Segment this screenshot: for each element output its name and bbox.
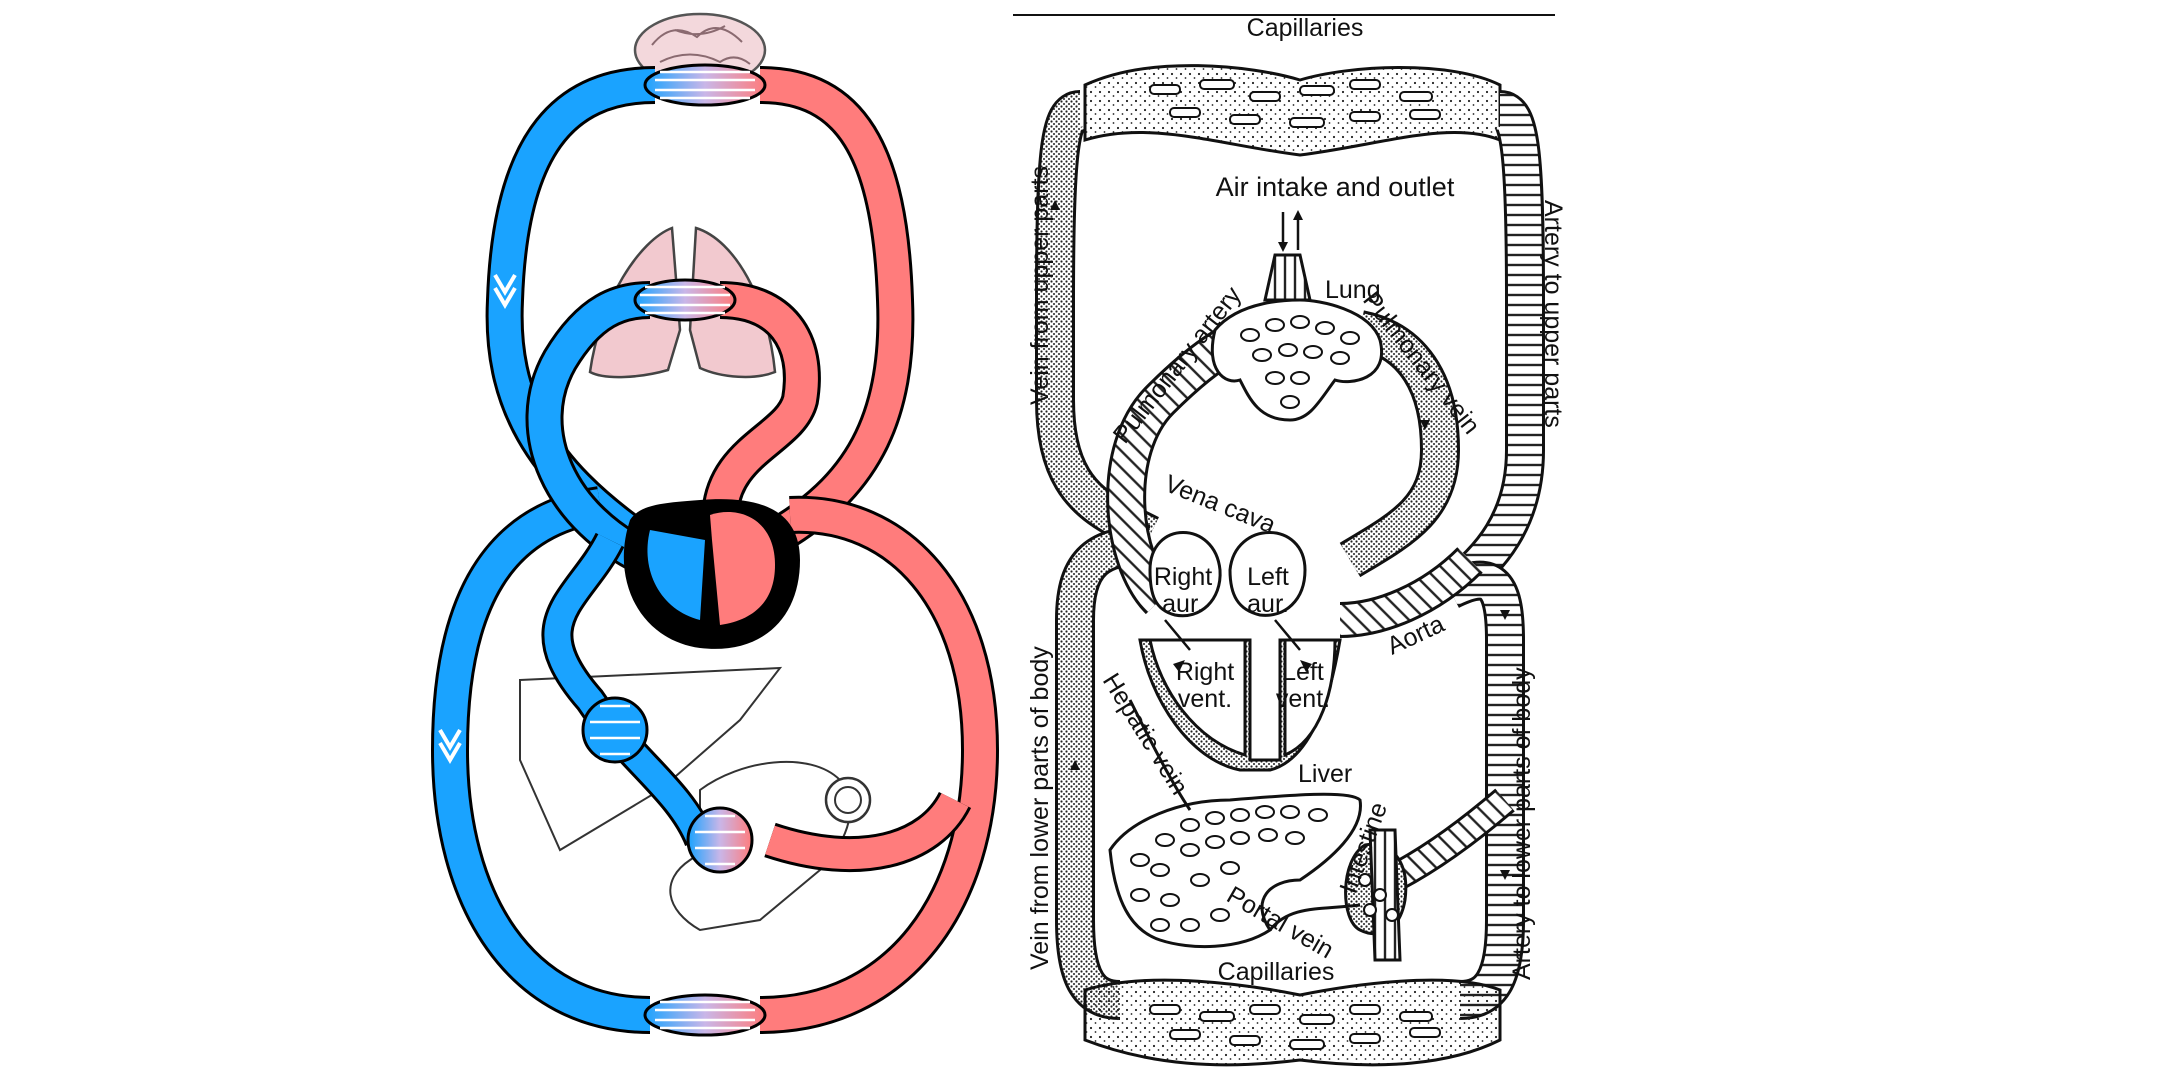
label-left-vent-1: Left: [1282, 658, 1324, 686]
flow-arrows: [1050, 200, 1510, 880]
valve-icon-lower: [438, 728, 462, 764]
left-ventricle: [1283, 638, 1337, 758]
valve-icon-upper: [493, 273, 517, 309]
label-right-vent-2: vent.: [1178, 685, 1232, 713]
label-air-intake: Air intake and outlet: [1216, 172, 1455, 202]
capillary-bed-intestine: [686, 806, 754, 874]
heart-chambers: [1138, 531, 1342, 772]
label-right-vent-1: Right: [1176, 658, 1234, 686]
label-artery-lower: Artery to lower parts of body: [1508, 667, 1536, 980]
label-left-aur-1: Left: [1247, 563, 1289, 591]
heart-icon: [623, 499, 800, 649]
intestine-shape: [1344, 828, 1408, 962]
capillary-bed-head: [643, 63, 767, 107]
schematic-circulation-diagram: Capillaries Air intake and outlet Lung P…: [1013, 14, 1567, 1067]
label-artery-upper: Artery to upper parts: [1539, 200, 1567, 428]
capillary-bed-liver: [581, 696, 649, 764]
capillary-bed-lungs: [633, 278, 737, 322]
label-right-aur-1: Right: [1154, 563, 1212, 591]
label-vein-upper: Vein from upper parts: [1026, 166, 1054, 405]
label-right-aur-2: aur.: [1162, 590, 1204, 618]
color-circulation-diagram: [430, 12, 1000, 1037]
capillaries-top-bed: [1083, 64, 1502, 157]
label-liver: Liver: [1298, 760, 1352, 788]
intestine-outline: [669, 760, 872, 932]
hepatic-vein-vessel: [1128, 699, 1192, 811]
right-atrium: [1148, 531, 1222, 618]
lung-shape: [1210, 253, 1384, 422]
capillary-bed-lower-body: [643, 993, 767, 1037]
label-lung: Lung: [1325, 276, 1381, 304]
label-capillaries-bottom: Capillaries: [1218, 958, 1335, 986]
label-vena-cava: Vena cava: [1161, 470, 1280, 540]
right-ventricle: [1148, 638, 1247, 758]
label-left-vent-2: vent.: [1276, 685, 1330, 713]
label-vein-lower: Vein from lower parts of body: [1026, 646, 1054, 970]
label-left-aur-2: aur.: [1247, 590, 1289, 618]
left-atrium: [1228, 531, 1307, 617]
label-capillaries-top: Capillaries: [1247, 14, 1364, 42]
portal-vein-vessel: [1268, 903, 1361, 931]
capillaries-bottom-bed: [1083, 978, 1502, 1067]
liver-shape: [1108, 792, 1362, 948]
air-arrows-icon: [1278, 210, 1303, 252]
